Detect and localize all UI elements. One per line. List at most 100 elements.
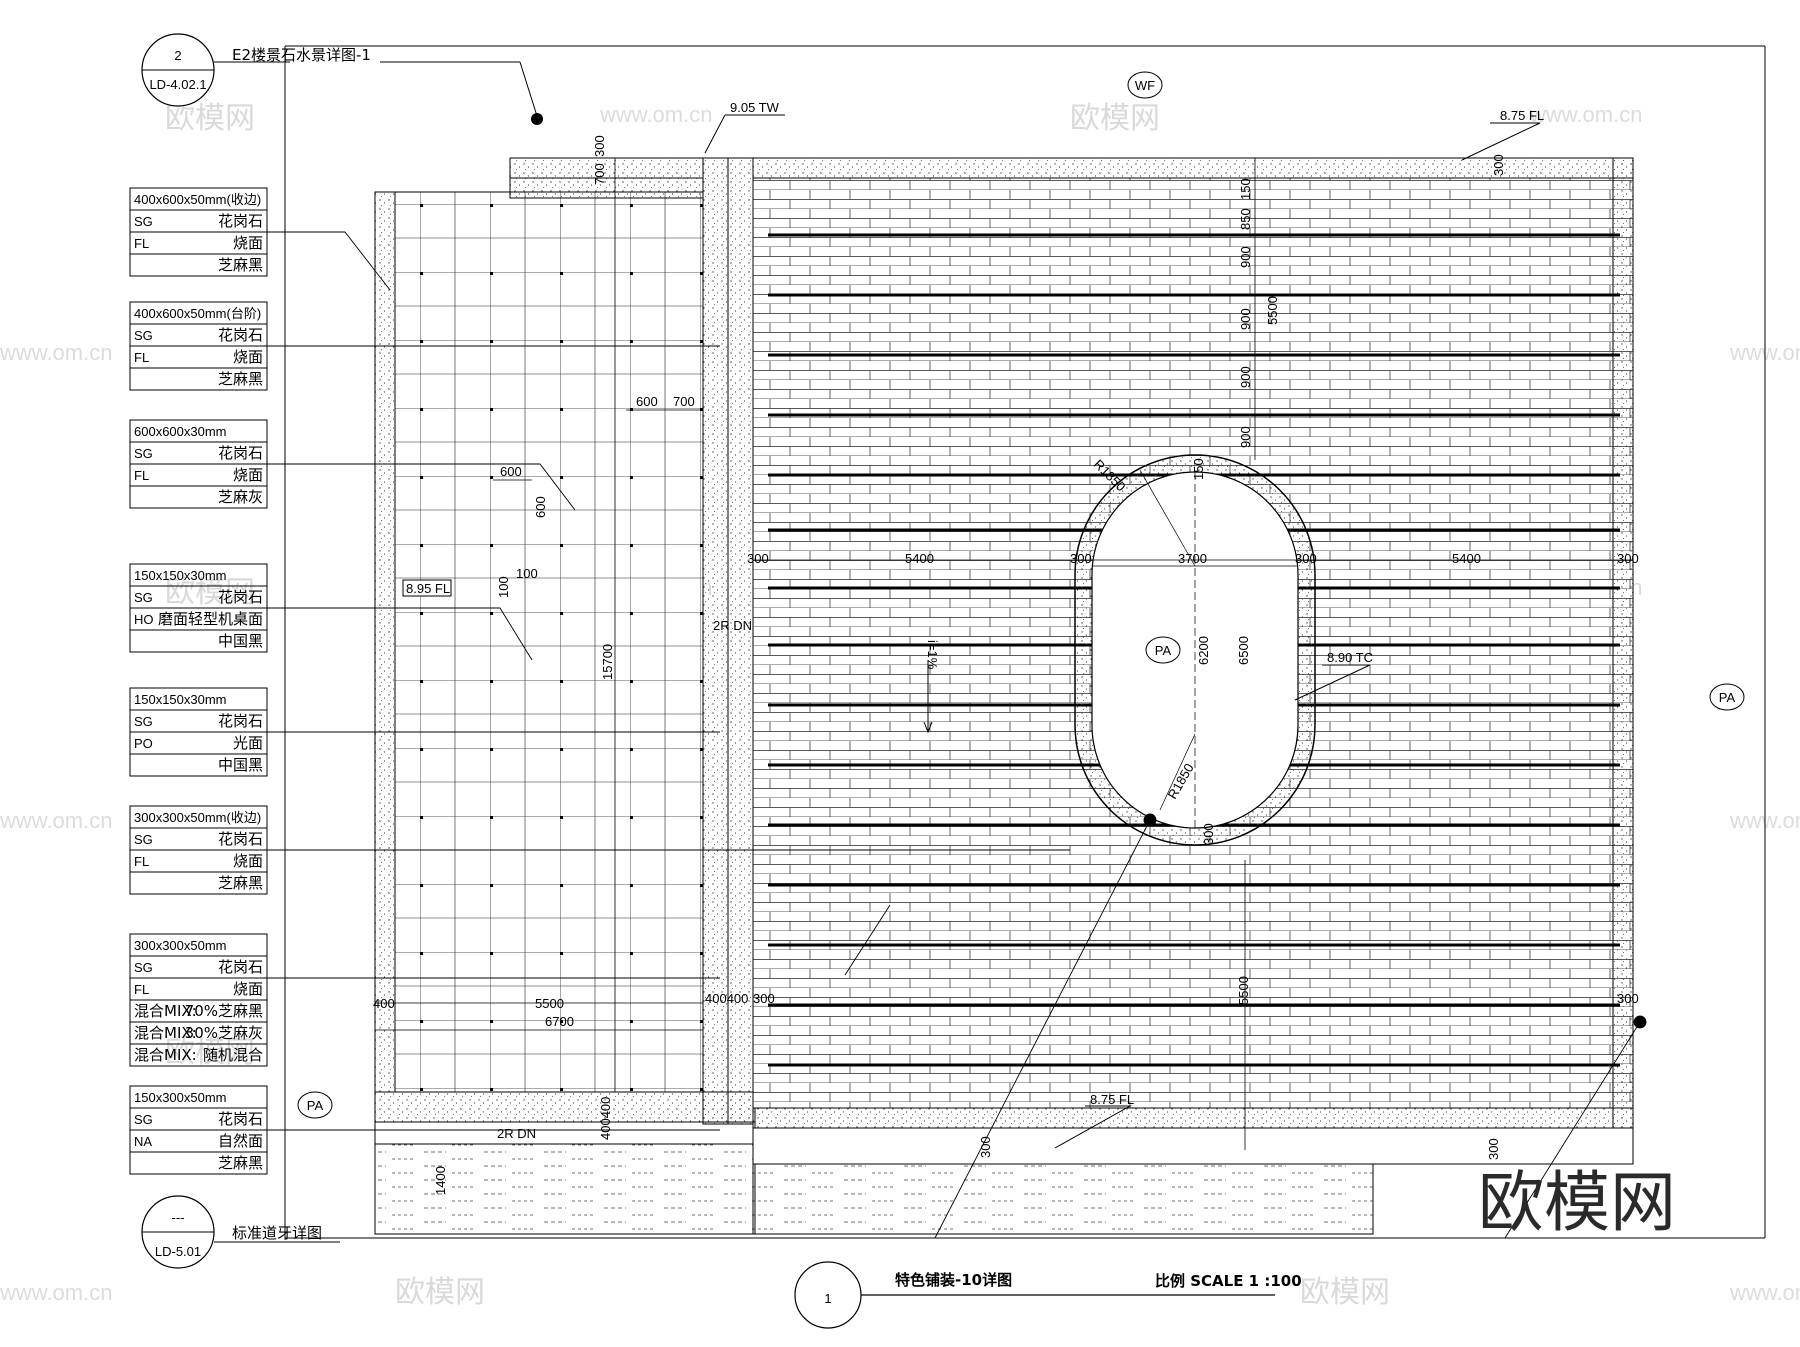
svg-text:自然面: 自然面 <box>218 1132 263 1150</box>
svg-text:5500: 5500 <box>1265 296 1280 325</box>
svg-text:6500: 6500 <box>1236 636 1251 665</box>
svg-text:700: 700 <box>592 163 607 185</box>
svg-text:300: 300 <box>1201 823 1216 845</box>
svg-text:磨面轻型机桌面: 磨面轻型机桌面 <box>158 610 263 628</box>
svg-text:150x150x30mm: 150x150x30mm <box>134 692 227 707</box>
svg-text:400x600x50mm(收边): 400x600x50mm(收边) <box>134 192 261 207</box>
svg-text:1400: 1400 <box>433 1166 448 1195</box>
step-down-label: 2R DN <box>713 618 752 633</box>
svg-text:中国黑: 中国黑 <box>218 632 263 650</box>
watermark-brand: 欧模网 <box>165 575 255 610</box>
curb-number: --- <box>172 1210 185 1225</box>
left-paving-area <box>374 157 756 1235</box>
svg-text:PO: PO <box>134 736 153 751</box>
level-tc: 8.90 TC <box>1327 650 1373 665</box>
pa-tag: PA <box>1155 643 1172 658</box>
step-down-label: 2R DN <box>497 1126 536 1141</box>
svg-text:600: 600 <box>500 464 522 479</box>
watermark-url: www.om.cn <box>1529 102 1642 127</box>
svg-text:混合MIX:: 混合MIX: <box>134 1046 197 1064</box>
slope-label: i=1% <box>925 640 940 670</box>
brand-watermark: 欧模网 <box>1478 1164 1676 1241</box>
svg-text:6700: 6700 <box>545 1014 574 1029</box>
svg-text:光面: 光面 <box>233 734 263 752</box>
svg-text:300: 300 <box>1617 991 1639 1006</box>
svg-text:300: 300 <box>747 551 769 566</box>
svg-text:300: 300 <box>978 1136 993 1158</box>
svg-text:烧面: 烧面 <box>233 852 263 870</box>
svg-text:5400: 5400 <box>905 551 934 566</box>
svg-text:花岗石: 花岗石 <box>218 588 263 606</box>
svg-text:850: 850 <box>1238 208 1253 230</box>
level-fl-bottom: 8.75 FL <box>1090 1092 1134 1107</box>
svg-text:300: 300 <box>1617 551 1639 566</box>
svg-text:花岗石: 花岗石 <box>218 444 263 462</box>
watermark-brand: 欧模网 <box>165 101 255 136</box>
svg-text:900: 900 <box>1238 308 1253 330</box>
svg-text:SG: SG <box>134 714 153 729</box>
svg-text:700: 700 <box>673 394 695 409</box>
svg-text:5400: 5400 <box>1452 551 1481 566</box>
watermark-brand: 欧模网 <box>1070 101 1160 136</box>
svg-text:SG: SG <box>134 446 153 461</box>
drawing-title: 特色铺装-10详图 <box>895 1271 1012 1289</box>
watermark-url: www.om.cn <box>0 808 112 833</box>
detail-sheet: LD-4.02.1 <box>149 77 206 92</box>
svg-text:600: 600 <box>636 394 658 409</box>
svg-text:150x300x50mm: 150x300x50mm <box>134 1090 227 1105</box>
svg-text:300: 300 <box>753 991 775 1006</box>
svg-text:300: 300 <box>1486 1138 1501 1160</box>
svg-text:芝麻黑: 芝麻黑 <box>218 1154 263 1172</box>
svg-text:烧面: 烧面 <box>233 980 263 998</box>
svg-text:5500: 5500 <box>535 996 564 1011</box>
detail-reference-bubble[interactable]: 2 LD-4.02.1 E2楼景石水景详图-1 <box>141 33 543 125</box>
svg-text:70%芝麻黑: 70%芝麻黑 <box>185 1002 263 1020</box>
legend-item: 150x150x30mm SG 花岗石 PO 光面 中国黑 <box>129 687 268 777</box>
watermark-url: www.om.cn <box>1729 1280 1800 1305</box>
pa-tag: PA <box>307 1098 324 1113</box>
watermark-url: www.om.cn <box>0 1280 112 1305</box>
watermark-brand: 欧模网 <box>1300 1275 1390 1310</box>
svg-text:300x300x50mm: 300x300x50mm <box>134 938 227 953</box>
svg-text:900: 900 <box>1238 426 1253 448</box>
svg-text:混合MIX:: 混合MIX: <box>134 1024 197 1042</box>
svg-text:花岗石: 花岗石 <box>218 712 263 730</box>
svg-text:中国黑: 中国黑 <box>218 756 263 774</box>
watermark-url: www.om.cn <box>599 102 712 127</box>
svg-text:烧面: 烧面 <box>233 466 263 484</box>
curb-sheet: LD-5.01 <box>155 1244 201 1259</box>
svg-text:随机混合: 随机混合 <box>203 1046 263 1064</box>
title-block: 1 特色铺装-10详图 比例 SCALE 1 :100 <box>794 1261 1302 1329</box>
watermark-url: www.om.cn <box>0 340 112 365</box>
svg-text:芝麻黑: 芝麻黑 <box>218 370 263 388</box>
svg-text:150x150x30mm: 150x150x30mm <box>134 568 227 583</box>
drawing-scale: 比例 SCALE 1 :100 <box>1155 1272 1302 1290</box>
svg-text:400400: 400400 <box>705 991 748 1006</box>
detail-number: 2 <box>174 48 181 63</box>
svg-text:600: 600 <box>533 496 548 518</box>
level-annotations: 9.05 TW 8.75 FL 8.95 FL 8.90 TC 8.75 FL … <box>402 100 1544 1149</box>
level-fl-top: 8.75 FL <box>1500 108 1544 123</box>
pa-tag: PA <box>1719 690 1736 705</box>
svg-text:5500: 5500 <box>1236 976 1251 1005</box>
curb-detail-reference[interactable]: --- LD-5.01 标准道牙详图 <box>141 1195 340 1269</box>
svg-text:花岗石: 花岗石 <box>218 958 263 976</box>
svg-text:FL: FL <box>134 854 149 869</box>
main-brick-paving <box>752 157 1634 1235</box>
svg-text:300: 300 <box>592 135 607 157</box>
drawing-frame <box>284 45 1766 1239</box>
svg-text:花岗石: 花岗石 <box>218 326 263 344</box>
svg-text:花岗石: 花岗石 <box>218 212 263 230</box>
svg-text:300: 300 <box>1070 551 1092 566</box>
svg-text:300: 300 <box>1295 551 1317 566</box>
svg-text:400x600x50mm(台阶): 400x600x50mm(台阶) <box>134 306 261 321</box>
svg-text:SG: SG <box>134 328 153 343</box>
svg-text:混合MIX:: 混合MIX: <box>134 1002 197 1020</box>
svg-text:15700: 15700 <box>600 644 615 680</box>
